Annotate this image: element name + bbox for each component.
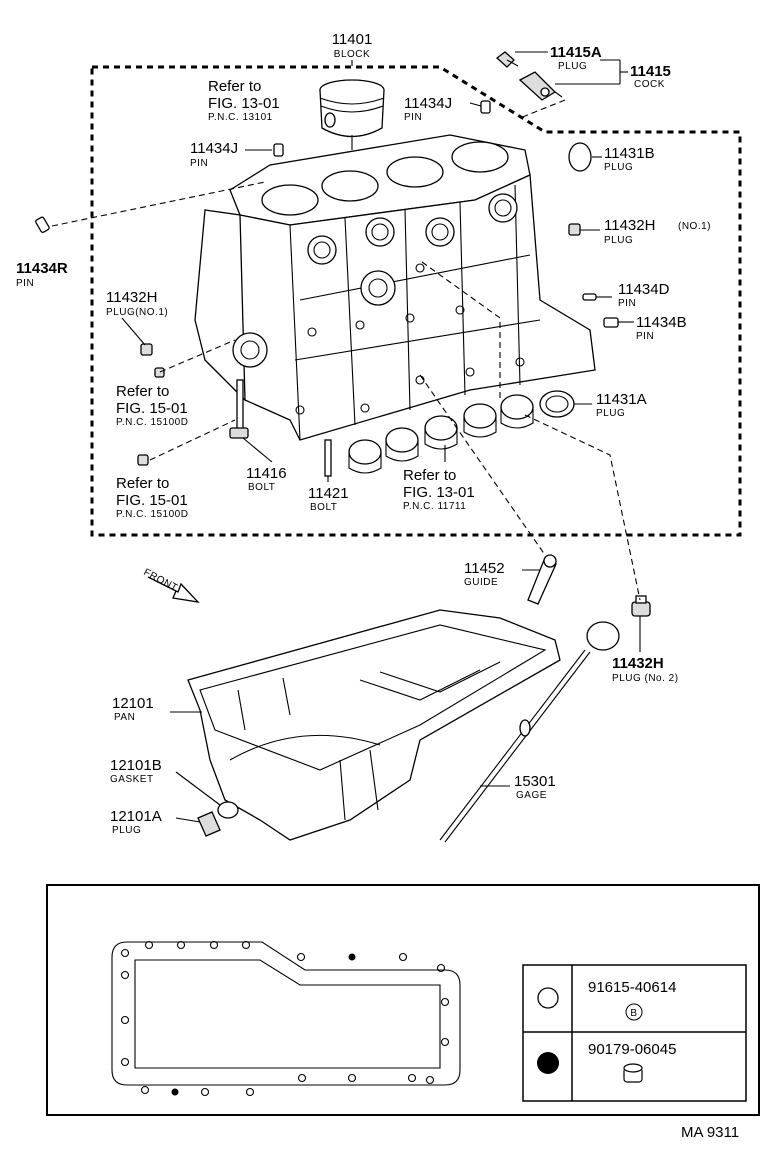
label-11432h-no1r-note: (NO.1)	[678, 221, 711, 232]
label-11401-desc: BLOCK	[334, 49, 370, 60]
pin-11434j-left-icon	[273, 143, 284, 157]
label-15301-desc: GAGE	[516, 790, 547, 801]
ref-151-b-line1: Refer to	[116, 475, 169, 492]
label-11432h-no1l-number: 11432H	[106, 289, 157, 306]
pin-11434r-icon	[35, 216, 50, 233]
piston-icon	[319, 79, 385, 150]
label-11434j-b-desc: PIN	[190, 158, 208, 169]
label-11434b-number: 11434B	[636, 314, 687, 331]
label-11434b-desc: PIN	[636, 331, 654, 342]
label-11432h-no1l-desc: PLUG(NO.1)	[106, 307, 168, 318]
label-11432h-no1r-desc: PLUG	[604, 235, 633, 246]
label-11434j-a-desc: PIN	[404, 112, 422, 123]
bolt-11421-icon	[324, 439, 332, 477]
bearing-shells-icon	[348, 394, 534, 474]
label-11432h-no2-desc: PLUG (No. 2)	[612, 673, 679, 684]
ref-151-a-line3: P.N.C. 15100D	[116, 417, 188, 428]
plug-11432h-no1-right-icon	[568, 223, 581, 236]
cylinder-block	[194, 134, 596, 441]
block-group-outline	[90, 65, 742, 537]
dipstick-guide-11452-icon	[527, 554, 557, 605]
nut-icon	[623, 1063, 643, 1083]
bolt-11416-icon	[229, 379, 249, 439]
ref-151-b-line2: FIG. 15-01	[116, 492, 188, 509]
ref-bearing-line2: FIG. 13-01	[403, 484, 475, 501]
plug-small-left-icon	[154, 367, 165, 378]
label-12101a-number: 12101A	[110, 808, 162, 825]
plug-11432h-no2-icon	[631, 595, 651, 617]
label-11415-desc: COCK	[634, 79, 665, 90]
ref-piston-line1: Refer to	[208, 78, 261, 95]
legend-part-2: 90179-06045	[588, 1041, 676, 1058]
pin-11434j-right-icon	[480, 100, 491, 114]
label-11416-number: 11416	[246, 465, 287, 482]
label-11434j-b-number: 11434J	[190, 140, 238, 157]
dipstick-15301-icon	[439, 621, 620, 843]
label-11421-number: 11421	[308, 485, 349, 502]
label-15301-number: 15301	[514, 773, 556, 790]
plug-11432h-no1-left-icon	[140, 343, 153, 356]
label-11415-number: 11415	[630, 63, 671, 80]
front-label: FRONT	[142, 567, 180, 594]
label-11432h-no1r-number: 11432H	[604, 217, 655, 234]
oil-pan	[187, 609, 561, 841]
label-11434d-number: 11434D	[618, 281, 670, 298]
legend-mark-b: B	[630, 1008, 637, 1019]
label-11434j-a-number: 11434J	[404, 95, 452, 112]
footer-code: MA 9311	[681, 1124, 739, 1141]
label-12101-number: 12101	[112, 695, 154, 712]
ref-151-a-line2: FIG. 15-01	[116, 400, 188, 417]
legend-filled-circle-icon	[537, 1052, 559, 1074]
plug-11415a-icon	[495, 51, 519, 68]
label-11416-desc: BOLT	[248, 482, 275, 493]
plug-lower-left-icon	[137, 454, 149, 466]
legend-part-1: 91615-40614	[588, 979, 676, 996]
label-11431a-number: 11431A	[596, 391, 647, 408]
plug-11431b-icon	[568, 142, 592, 172]
label-11434d-desc: PIN	[618, 298, 636, 309]
label-11421-desc: BOLT	[310, 502, 337, 513]
ref-bearing-line3: P.N.C. 11711	[403, 501, 466, 512]
label-11434r-desc: PIN	[16, 278, 34, 289]
label-12101-desc: PAN	[114, 712, 135, 723]
ref-151-b-line3: P.N.C. 15100D	[116, 509, 188, 520]
label-11431b-desc: PLUG	[604, 162, 633, 173]
label-12101b-desc: GASKET	[110, 774, 154, 785]
bolt-b-mark-icon	[625, 1003, 643, 1021]
gasket-12101b-icon	[217, 801, 239, 819]
drain-plug-12101a-icon	[197, 811, 221, 837]
label-11415a-number: 11415A	[550, 44, 602, 61]
gasket-bolt-holes	[120, 940, 450, 1097]
label-11452-desc: GUIDE	[464, 577, 498, 588]
ref-piston-line2: FIG. 13-01	[208, 95, 280, 112]
front-arrow-icon	[147, 576, 200, 603]
label-11434r-number: 11434R	[16, 260, 68, 277]
label-11432h-no2-number: 11432H	[612, 655, 664, 672]
pan-gasket-outline	[111, 941, 461, 1086]
pin-11434d-icon	[582, 293, 597, 301]
legend-table: 91615-40614 B 90179-06045	[522, 964, 747, 1102]
label-11401-number: 11401	[332, 31, 373, 48]
label-12101a-desc: PLUG	[112, 825, 141, 836]
plug-11431a-icon	[539, 390, 575, 418]
ref-piston-line3: P.N.C. 13101	[208, 112, 273, 123]
ref-151-a-line1: Refer to	[116, 383, 169, 400]
ref-bearing-line1: Refer to	[403, 467, 456, 484]
label-11431b-number: 11431B	[604, 145, 655, 162]
label-11431a-desc: PLUG	[596, 408, 625, 419]
label-11452-number: 11452	[464, 560, 505, 577]
drain-cock-11415-icon	[518, 71, 563, 101]
legend-open-circle-icon	[537, 987, 559, 1009]
bolt-layout-box	[46, 884, 760, 1116]
pin-11434b-icon	[603, 317, 619, 328]
label-12101b-number: 12101B	[110, 757, 162, 774]
label-11415a-desc: PLUG	[558, 61, 587, 72]
